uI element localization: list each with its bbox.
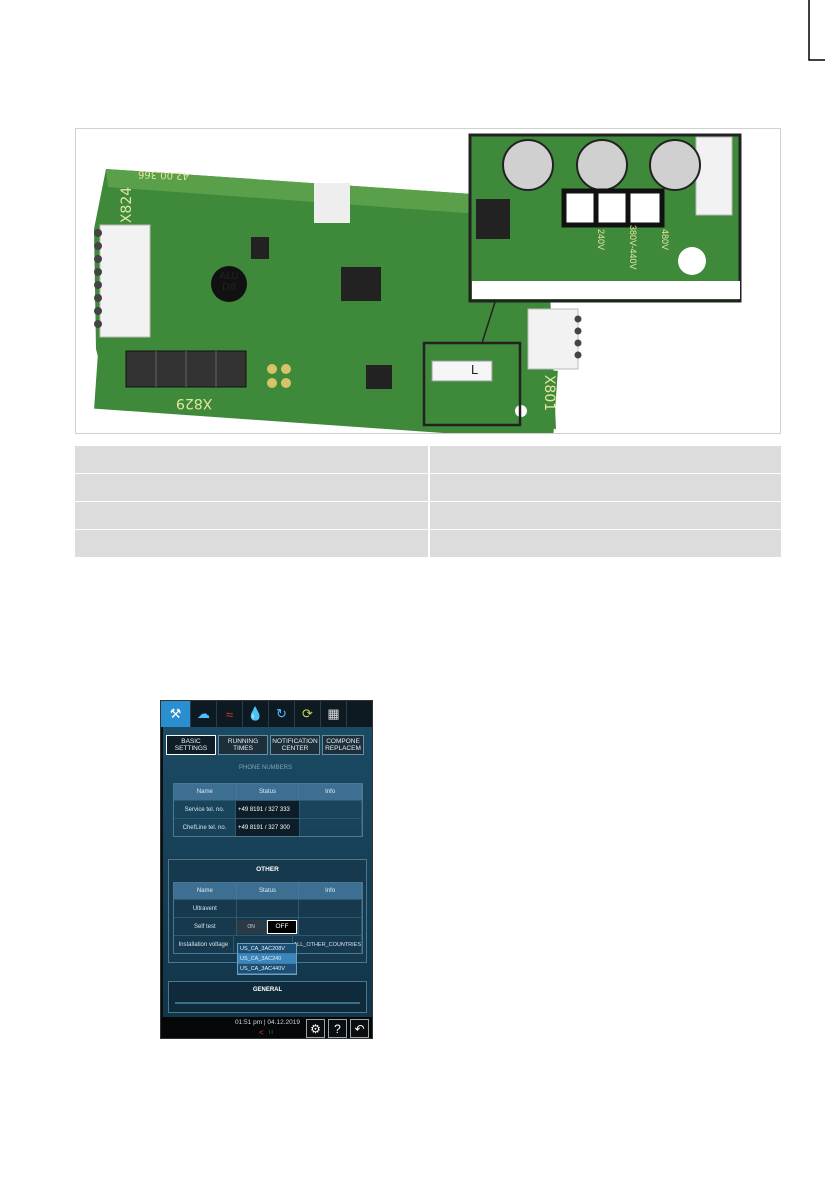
table-row: [75, 474, 781, 502]
question-icon: ?: [334, 1021, 341, 1036]
table-cell: [75, 502, 428, 529]
top-tab-bar: ⚒ ☁ ≈ 💧 ↻ ⟳ ▦: [161, 701, 372, 727]
row-info: [300, 819, 362, 836]
pcb-illustration: [94, 133, 742, 433]
voltage-label-480: 480V: [660, 229, 670, 251]
voltage-label-240: 240V: [596, 229, 606, 251]
service-phone-field[interactable]: +49 8191 / 327 333: [236, 801, 300, 818]
jumper-letter: L: [471, 362, 479, 377]
capacitor-label: ALU D8: [216, 271, 242, 293]
table-row: [75, 530, 781, 558]
row-info: [299, 900, 363, 917]
tab-running-times[interactable]: RUNNING TIMES: [218, 735, 268, 755]
other-section-title: OTHER: [256, 866, 279, 873]
device-screenshot: ⚒ ☁ ≈ 💧 ↻ ⟳ ▦ BASIC SETTINGS RUNNING TIM…: [160, 700, 373, 1039]
network-icon: ∷: [269, 1030, 273, 1036]
tab-component-replacement[interactable]: COMPONE REPLACEM: [322, 735, 364, 755]
status-footer: 01:51 pm | 04.12.2019 < ∷ ⚙ ? ↶: [161, 1017, 372, 1038]
column-header-info: Info: [299, 883, 363, 899]
general-section[interactable]: GENERAL: [168, 981, 367, 1013]
capacitor-label-line2: D8: [221, 282, 237, 293]
dropdown-option[interactable]: US_CA_3AC208V: [238, 944, 296, 954]
table-cell: [430, 530, 781, 557]
general-section-title: GENERAL: [252, 987, 283, 993]
table-cell: [75, 446, 428, 473]
row-name: Installation voltage: [174, 936, 234, 953]
row-info: ALL_OTHER_COUNTRIES: [293, 936, 363, 953]
tab-notification-center[interactable]: NOTIFICATION CENTER: [270, 735, 320, 755]
wrench-icon[interactable]: ⚒: [161, 701, 191, 727]
water-icon[interactable]: 💧: [243, 701, 269, 727]
table-row: Ultravent: [174, 899, 363, 917]
date-value: 04.12.2019: [267, 1019, 300, 1026]
subtab-bar: BASIC SETTINGS RUNNING TIMES NOTIFICATIO…: [166, 735, 364, 755]
row-info: [299, 918, 363, 935]
settings-screen: BASIC SETTINGS RUNNING TIMES NOTIFICATIO…: [163, 727, 372, 1017]
dropdown-option[interactable]: US_CA_3AC240: [238, 954, 296, 964]
phone-numbers-caption: PHONE NUMBERS: [238, 765, 292, 771]
legend-table: [75, 446, 781, 558]
column-header-status: Status: [237, 784, 300, 800]
connector-x829-label: X829: [176, 395, 213, 411]
table-header: Name Status Info: [174, 883, 363, 899]
column-header-name: Name: [174, 883, 237, 899]
back-button[interactable]: ↶: [350, 1019, 369, 1038]
connector-x824-label: X824: [119, 186, 136, 224]
divider: [175, 1002, 360, 1004]
table-header: Name Status Info: [174, 784, 363, 800]
table-row: [75, 446, 781, 474]
clock-time: 01:51 pm | 04.12.2019: [235, 1019, 300, 1026]
board-code-label: 42.00.366: [137, 168, 190, 181]
row-info: [300, 801, 362, 818]
table-row: ChefLine tel. no. +49 8191 / 327 300: [174, 818, 362, 836]
column-header-status: Status: [237, 883, 300, 899]
steam-icon[interactable]: ☁: [191, 701, 217, 727]
table-row: Self test ON OFF: [174, 917, 363, 935]
row-name: Ultravent: [174, 900, 237, 917]
column-header-info: Info: [299, 784, 363, 800]
self-test-toggle: ON OFF: [236, 918, 300, 935]
table-row: [75, 502, 781, 530]
door-icon[interactable]: ▦: [321, 701, 347, 727]
heat-icon[interactable]: ≈: [217, 701, 243, 727]
gear-icon: ⚙: [310, 1021, 321, 1036]
row-status: [237, 900, 300, 917]
table-cell: [430, 446, 781, 473]
help-button[interactable]: ?: [328, 1019, 347, 1038]
time-value: 01:51 pm: [235, 1019, 263, 1026]
share-icon[interactable]: <: [259, 1028, 264, 1037]
table-cell: [75, 474, 428, 501]
pcb-figure: 42.00.366 X824 X829 X801 ALU D8 L 240V 3…: [75, 128, 781, 434]
table-cell: [75, 530, 428, 557]
page-corner-mark: [808, 0, 825, 61]
voltage-dropdown[interactable]: US_CA_3AC208V US_CA_3AC240 US_CA_3AC440V: [237, 943, 297, 975]
voltage-label-380-440: 380V-440V: [628, 225, 638, 270]
row-name: Service tel. no.: [174, 801, 236, 818]
toggle-off-button[interactable]: OFF: [266, 919, 298, 934]
rinse-icon[interactable]: ↻: [269, 701, 295, 727]
toggle-on-button[interactable]: ON: [236, 919, 267, 934]
table-cell: [430, 502, 781, 529]
other-table: Name Status Info Ultravent Self test ON …: [173, 882, 363, 954]
column-header-name: Name: [174, 784, 237, 800]
row-name: Self test: [174, 918, 237, 935]
refresh-icon[interactable]: ⟳: [295, 701, 321, 727]
dropdown-option[interactable]: US_CA_3AC440V: [238, 964, 296, 974]
row-name: ChefLine tel. no.: [174, 819, 236, 836]
settings-gear-button[interactable]: ⚙: [306, 1019, 325, 1038]
capacitor-label-line1: ALU: [219, 271, 239, 282]
connector-x801-label: X801: [541, 374, 558, 412]
table-row: Service tel. no. +49 8191 / 327 333: [174, 800, 362, 818]
chefline-phone-field[interactable]: +49 8191 / 327 300: [236, 819, 300, 836]
toggle-switch: ON OFF: [236, 919, 299, 934]
back-arrow-icon: ↶: [354, 1021, 365, 1036]
tab-basic-settings[interactable]: BASIC SETTINGS: [166, 735, 216, 755]
phone-table: Name Status Info Service tel. no. +49 81…: [173, 783, 363, 837]
table-cell: [430, 474, 781, 501]
